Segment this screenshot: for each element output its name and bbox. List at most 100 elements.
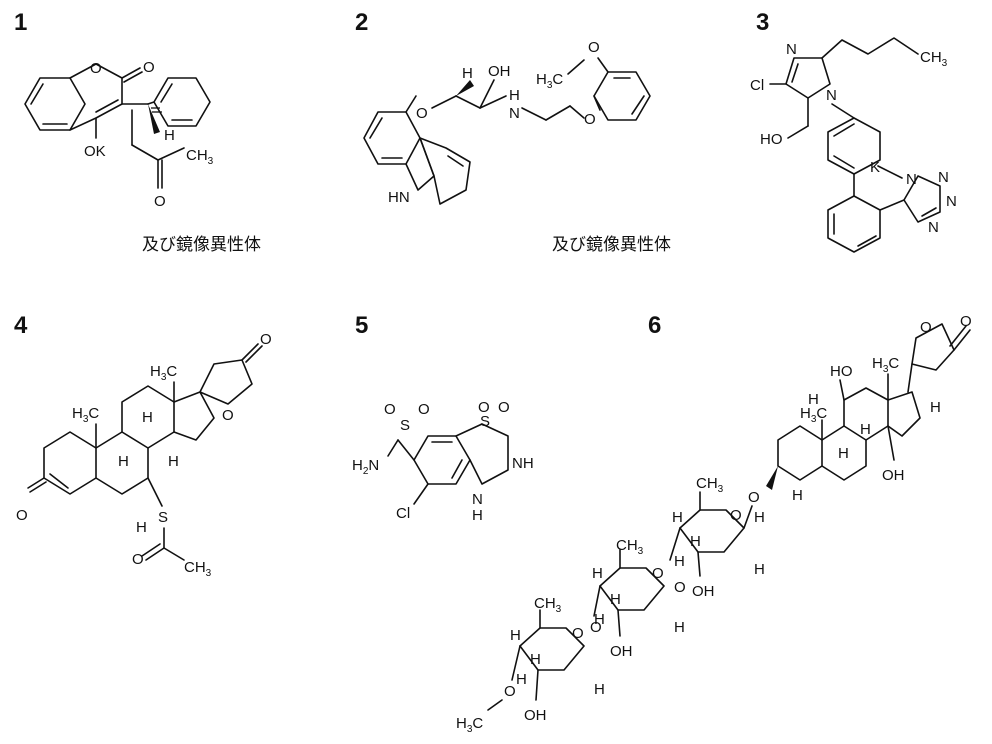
panel-5-atom-nh2-n: N — [472, 491, 483, 508]
panel-6-atom-h-s2b: H — [610, 591, 621, 608]
panel-6-atom-o-s2-link: O — [590, 619, 602, 636]
panel-3-atom-ch3: CH3 — [920, 49, 948, 69]
panel-5-atom-nh: NH — [512, 455, 534, 472]
panel-6-atom-oh-s1: OH — [692, 583, 715, 600]
panel-5-atom-o2: O — [418, 401, 430, 418]
panel-5-atom-s1: S — [400, 417, 410, 434]
panel-5-atom-nh2: H — [472, 507, 483, 524]
panel-4-atom-h2: H — [142, 409, 153, 426]
panel-6-atom-h-a: H — [808, 391, 819, 408]
panel-4-atom-o-keto: O — [16, 507, 28, 524]
panel-6-atom-h-s3c: H — [516, 671, 527, 688]
panel-5-atom-o1: O — [384, 401, 396, 418]
panel-6-atom-h-e: H — [792, 487, 803, 504]
panel-5: 5 S O O H2N Cl S O O NH H N — [352, 312, 534, 524]
panel-4-number: 4 — [14, 312, 28, 339]
panel-1-atom-ok: OK — [84, 143, 106, 160]
panel-6-atom-h3c-1: H3C — [872, 355, 899, 375]
panel-6: 6 O O H3C HO H H H3C H H OH H H O O CH3 — [456, 312, 972, 735]
panel-3: 3 N N Cl CH3 HO K N N N N — [750, 9, 957, 253]
panel-1: 1 O O OK H O CH3 及び鏡像異性体 — [14, 9, 261, 255]
panel-1-atom-h: H — [164, 127, 175, 144]
panel-6-atom-h-d: H — [838, 445, 849, 462]
panel-6-atom-o-link: O — [748, 489, 760, 506]
panel-6-atom-h-s1a: H — [672, 509, 683, 526]
panel-2-atom-h3c: H3C — [536, 71, 563, 91]
panel-4: 4 O H3C H3C O O H H H H S O CH3 — [14, 312, 272, 579]
panel-4-atom-h3c-b: H3C — [150, 363, 177, 383]
panel-3-atom-tn4: N — [928, 219, 939, 236]
panel-3-atom-tn1: N — [906, 171, 917, 188]
panel-5-atom-o3: O — [478, 399, 490, 416]
panel-4-atom-h1: H — [118, 453, 129, 470]
panel-5-atom-o4: O — [498, 399, 510, 416]
panel-2-atom-nh-h: H — [509, 87, 520, 104]
panel-2-atom-oh: OH — [488, 63, 511, 80]
panel-4-atom-ch3: CH3 — [184, 559, 212, 579]
panel-6-atom-ch3-s2: CH3 — [616, 537, 644, 557]
panel-4-atom-o-thio: O — [132, 551, 144, 568]
panel-6-atom-h-s3a: H — [510, 627, 521, 644]
panel-1-note: 及び鏡像異性体 — [142, 235, 261, 255]
panel-6-atom-o-methyl: O — [504, 683, 516, 700]
panel-2-atom-o-methoxy: O — [588, 39, 600, 56]
panel-2-atom-o-ether: O — [416, 105, 428, 122]
panel-6-atom-h-s3b: H — [530, 651, 541, 668]
panel-2-note: 及び鏡像異性体 — [552, 235, 671, 255]
panel-6-atom-h3c-2: H3C — [800, 405, 827, 425]
panel-4-atom-h3c-a: H3C — [72, 405, 99, 425]
panel-1-atom-ch3: CH3 — [186, 147, 214, 167]
panel-4-atom-o-lact2: O — [260, 331, 272, 348]
panel-4-atom-h4: H — [136, 519, 147, 536]
panel-5-number: 5 — [355, 312, 368, 339]
panel-6-atom-h3c-m: H3C — [456, 715, 483, 735]
panel-6-atom-oh: OH — [882, 467, 905, 484]
panel-6-atom-o-lact-ring: O — [920, 319, 932, 336]
panel-6-atom-h-b: H — [930, 399, 941, 416]
panel-6-atom-h-s1d: H — [754, 561, 765, 578]
panel-4-atom-o-lact: O — [222, 407, 234, 424]
panel-6-atom-ho: HO — [830, 363, 853, 380]
panel-6-atom-h-s3d: H — [594, 681, 605, 698]
panel-6-atom-oh-s3: OH — [524, 707, 547, 724]
panel-5-atom-h2n: H2N — [352, 457, 379, 477]
panel-2: 2 HN O H OH N H O O H3C 及び鏡像異性 — [355, 9, 671, 255]
panel-6-atom-h-s1b: H — [690, 533, 701, 550]
panel-5-atom-cl: Cl — [396, 505, 410, 522]
panel-2-atom-o-ether2: O — [584, 111, 596, 128]
panel-5-atom-s2: S — [480, 413, 490, 430]
panel-3-atom-n1: N — [786, 41, 797, 58]
panel-6-atom-ch3-s1: CH3 — [696, 475, 724, 495]
panel-4-atom-h3: H — [168, 453, 179, 470]
panel-6-atom-o-s1: O — [730, 507, 742, 524]
panel-1-atom-o-carbonyl: O — [143, 59, 155, 76]
panel-6-atom-ch3-s3: CH3 — [534, 595, 562, 615]
panel-3-atom-cl: Cl — [750, 77, 764, 94]
panel-6-atom-h-c: H — [860, 421, 871, 438]
panel-1-atom-o-ketone: O — [154, 193, 166, 210]
panel-1-number: 1 — [14, 9, 27, 36]
panel-2-atom-hn: HN — [388, 189, 410, 206]
panel-3-atom-tn2: N — [938, 169, 949, 186]
panel-3-number: 3 — [756, 9, 769, 36]
panel-3-atom-tn3: N — [946, 193, 957, 210]
panel-3-atom-ho: HO — [760, 131, 783, 148]
panel-6-atom-o-s2: O — [652, 565, 664, 582]
panel-2-atom-h: H — [462, 65, 473, 82]
panel-6-atom-h-s2d: H — [674, 619, 685, 636]
panel-3-atom-n2: N — [826, 87, 837, 104]
panel-6-atom-o-lact: O — [960, 313, 972, 330]
panel-2-number: 2 — [355, 9, 368, 36]
panel-1-atom-o-ring: O — [90, 60, 102, 77]
panel-6-atom-h-s2c: H — [594, 611, 605, 628]
panel-6-atom-oh-s2: OH — [610, 643, 633, 660]
panel-6-atom-h-f: H — [754, 509, 765, 526]
panel-6-number: 6 — [648, 312, 661, 339]
panel-2-atom-nh: N — [509, 105, 520, 122]
panel-4-atom-s: S — [158, 509, 168, 526]
panel-3-atom-k: K — [870, 159, 880, 176]
panel-6-atom-o-s1-link: O — [674, 579, 686, 596]
panel-6-atom-h-s1c: H — [674, 553, 685, 570]
panel-6-atom-o-s3: O — [572, 625, 584, 642]
